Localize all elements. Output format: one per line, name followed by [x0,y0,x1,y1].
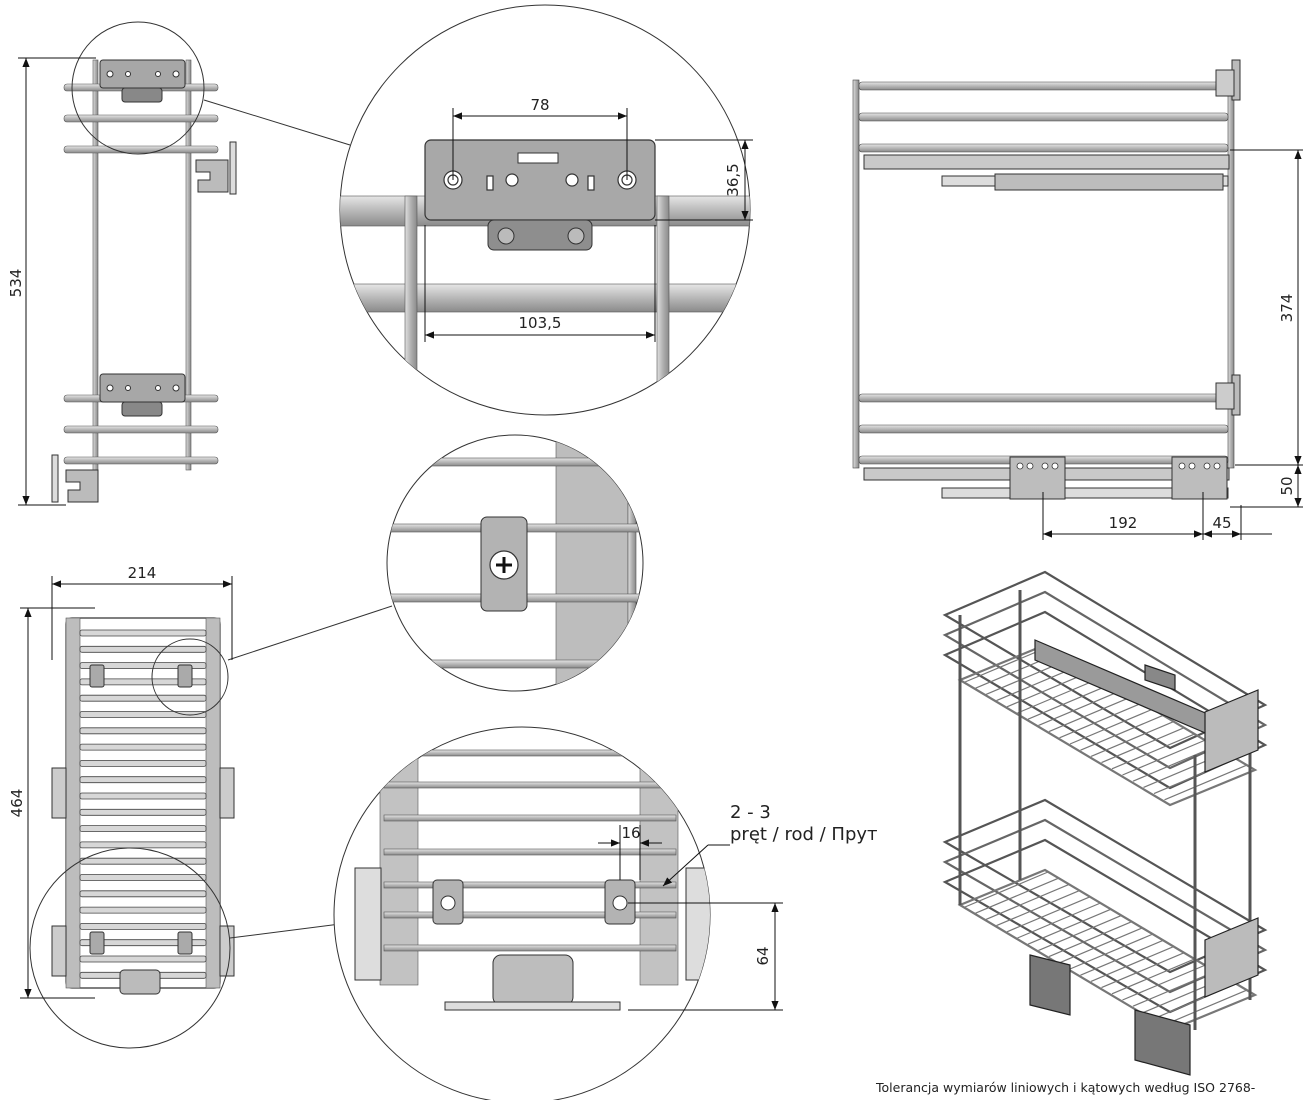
iso-basket-slat [996,890,1080,927]
iso-basket-slat [985,883,1070,920]
iso-basket-slat [1164,764,1248,801]
top-view-slat [79,727,207,735]
top-view-slat [79,955,207,963]
dim-214 [51,576,233,660]
dim-78-label: 78 [530,96,549,114]
dim-64-label: 64 [754,946,772,965]
iso-basket-slat [964,871,1049,908]
dim-78 [452,108,628,180]
detail-basket [333,726,711,1100]
detail-clip [386,434,644,692]
iso-basket-slat [1111,733,1196,770]
top-view-slat [79,825,207,832]
iso-basket-slat [1069,933,1154,970]
dim-534-label: 534 [7,269,25,298]
tolerance-note: Tolerancja wymiarów liniowych i kątowych… [875,1080,1255,1095]
top-view-slat [79,662,207,669]
iso-basket-slat [1059,702,1143,739]
iso-basket-slat [1048,921,1133,958]
top-view-slat [79,760,207,767]
top-view-slat [79,841,207,849]
top-view-slat [79,857,207,865]
iso-basket-slat [1038,689,1122,726]
top-view-slat [79,939,207,947]
isometric-view [942,570,1268,1032]
dim-103-5 [424,225,656,342]
detail-plate [339,4,751,416]
callout-rod-label: pręt / rod / Прут [730,824,878,845]
front-view [51,21,351,503]
iso-basket-slat [1090,945,1175,982]
iso-basket-slat [1164,989,1248,1026]
dim-464 [20,607,95,999]
iso-basket-slat [1069,708,1154,745]
dim-45 [1203,505,1272,540]
iso-basket-slat [1080,939,1164,976]
iso-basket-slat [975,877,1059,914]
top-view-slat [79,808,207,816]
iso-basket-slat [1132,970,1217,1007]
dim-16 [598,825,662,880]
top-view-slat [79,694,207,702]
dim-36-5 [655,139,753,221]
dim-534 [18,57,96,506]
dim-374-label: 374 [1278,294,1296,323]
dim-192-label: 192 [1109,514,1138,532]
top-view [29,605,393,1049]
dim-45-label: 45 [1212,514,1231,532]
iso-basket-slat [1101,727,1185,764]
callout-count: 2 - 3 [730,802,771,823]
iso-basket-slat [1122,739,1206,776]
iso-basket-slat [1027,908,1112,945]
iso-basket-slat [1090,720,1175,757]
top-view-slat [79,792,207,800]
iso-basket-slat [1059,927,1143,964]
iso-basket-slat [1101,952,1185,989]
top-view-slat [79,743,207,751]
dim-103-5-label: 103,5 [519,314,562,332]
iso-basket-slat [1027,683,1112,720]
top-view-slat [79,629,207,637]
iso-basket-slat [1048,696,1133,733]
top-view-slat [79,645,207,653]
iso-basket-slat [1122,964,1206,1001]
rod-callout-leader [662,844,730,887]
dim-64 [628,902,783,1011]
top-view-slat [79,776,207,784]
top-view-slat [79,678,207,686]
dim-374 [1230,149,1303,466]
isometric-rails [1029,639,1259,1076]
dim-36-5-label: 36,5 [724,163,742,196]
dim-16-label: 16 [621,824,640,842]
iso-basket-slat [1017,902,1101,939]
dim-214-label: 214 [128,564,157,582]
iso-basket-slat [1017,677,1101,714]
iso-basket-slat [1038,914,1122,951]
dim-50 [1230,465,1303,508]
iso-basket-slat [1080,714,1164,751]
dim-50-label: 50 [1278,476,1296,495]
top-view-slat [79,923,207,930]
iso-basket-slat [1111,958,1196,995]
top-view-slat [79,906,207,914]
iso-basket-slat [1006,896,1091,933]
iso-basket-slat [1132,745,1217,782]
dim-464-label: 464 [8,789,26,818]
top-view-slat [79,711,207,718]
top-view-slat [79,890,207,898]
top-view-slat [79,874,207,881]
side-view [852,59,1241,500]
iso-basket-slat [964,646,1049,683]
